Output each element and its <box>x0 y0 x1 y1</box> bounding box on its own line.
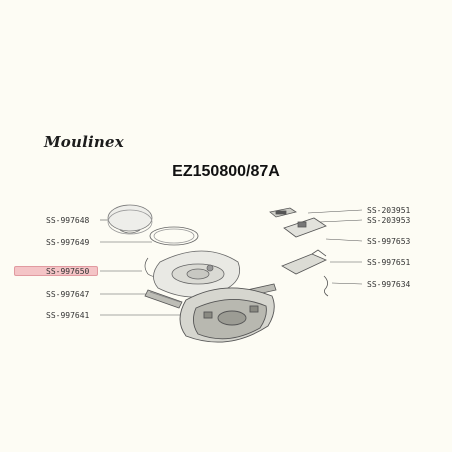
inner-plate-part <box>153 250 241 298</box>
model-number: EZ150800/87A <box>172 163 280 180</box>
leader-line-ss-203953 <box>319 219 363 223</box>
gasket-ring-part <box>149 226 199 246</box>
control-board-part <box>283 217 327 238</box>
part-label-ss-203953[interactable]: SS-203953 <box>367 216 411 225</box>
part-label-ss-997634[interactable]: SS-997634 <box>367 280 411 289</box>
part-label-ss-997651[interactable]: SS-997651 <box>367 258 411 267</box>
leader-line-ss-203951 <box>307 209 363 214</box>
part-label-ss-997648[interactable]: SS-997648 <box>46 216 90 225</box>
part-label-ss-997641[interactable]: SS-997641 <box>46 311 90 320</box>
part-label-ss-997653[interactable]: SS-997653 <box>367 237 411 246</box>
part-label-ss-997649[interactable]: SS-997649 <box>46 238 90 247</box>
selected-part-highlight <box>14 266 98 276</box>
part-label-ss-997650[interactable]: SS-997650 <box>46 267 90 276</box>
hinge-bar-left-part <box>144 289 183 309</box>
leader-line-ss-997634 <box>331 282 363 285</box>
lid-disc-part <box>107 204 153 235</box>
part-label-ss-997647[interactable]: SS-997647 <box>46 290 90 299</box>
base-housing-part <box>179 287 275 343</box>
wire-part <box>323 275 329 297</box>
bracket-part <box>281 249 327 275</box>
clip-part <box>269 207 297 218</box>
leader-line-ss-997653 <box>325 238 363 242</box>
brand-logo: Moulinex <box>44 133 124 151</box>
part-label-ss-203951[interactable]: SS-203951 <box>367 206 411 215</box>
